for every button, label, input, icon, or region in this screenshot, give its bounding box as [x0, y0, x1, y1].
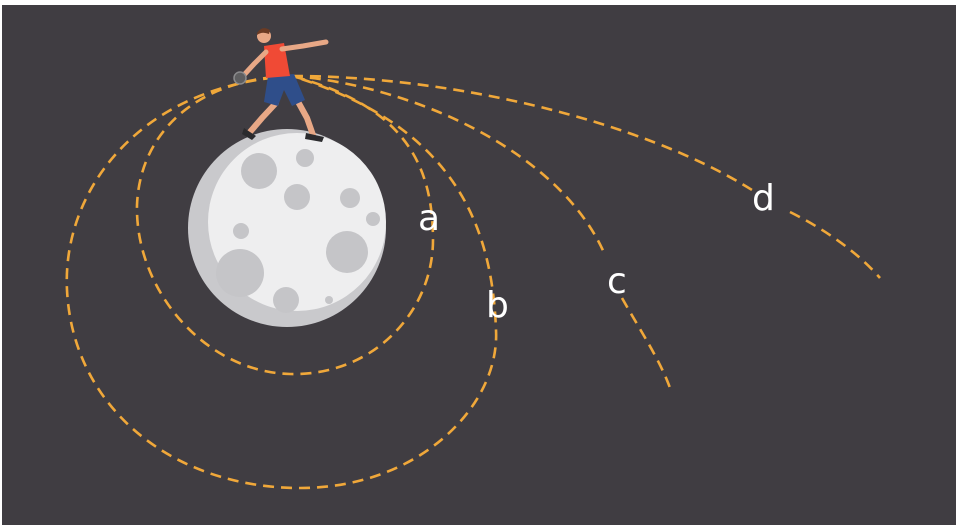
moon-crater [233, 223, 249, 239]
moon-crater [241, 153, 277, 189]
trajectory-label-a: a [418, 198, 440, 239]
moon-crater [326, 231, 368, 273]
moon-crater [273, 287, 299, 313]
thrower-arm-front [282, 42, 326, 49]
trajectory-label-d: d [752, 178, 775, 219]
moon-crater [366, 212, 380, 226]
trajectory-label-c: c [607, 261, 627, 302]
moon-icon [188, 129, 386, 327]
thrower-arm-back [243, 52, 266, 76]
moon-crater [216, 249, 264, 297]
thrower-leg-back [250, 103, 276, 132]
trajectory-c-tail [622, 298, 670, 388]
trajectory-label-b: b [486, 285, 509, 326]
moon-crater [340, 188, 360, 208]
ball-icon [234, 72, 246, 84]
trajectory-group [67, 76, 880, 488]
moon-crater [325, 296, 333, 304]
trajectory-d-tail [790, 212, 880, 278]
moon-crater [284, 184, 310, 210]
thrower-leg-front [296, 98, 313, 135]
thrower-figure-icon [234, 28, 326, 142]
moon-crater [296, 149, 314, 167]
